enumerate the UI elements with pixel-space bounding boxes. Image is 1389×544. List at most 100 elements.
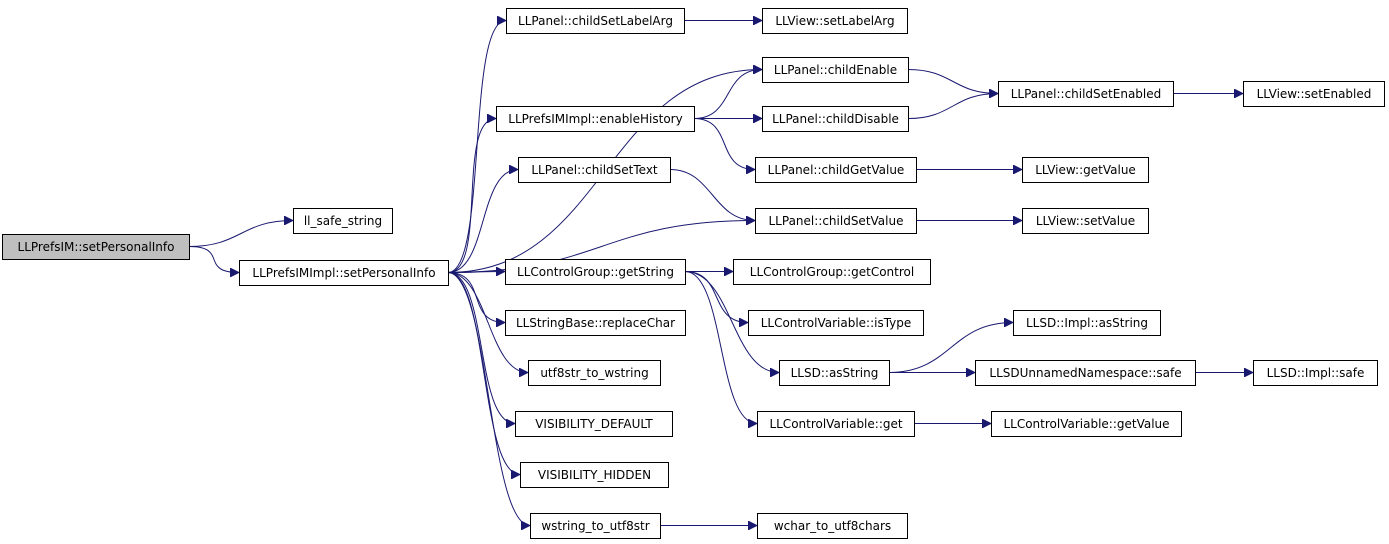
node-layer: LLPrefsIM::setPersonalInfo ll_safe_string…: [2, 8, 1385, 539]
graph-node-cv-isType[interactable]: LLControlVariable::isType: [748, 310, 924, 336]
node-label: LLPanel::childEnable: [774, 63, 897, 77]
graph-node-childGetValue[interactable]: LLPanel::childGetValue: [755, 157, 917, 183]
node-label: LLPanel::childGetValue: [768, 163, 905, 177]
graph-node-childSetLabelArg[interactable]: LLPanel::childSetLabelArg: [506, 8, 685, 34]
graph-node-replaceChar[interactable]: LLStringBase::replaceChar: [505, 310, 686, 336]
graph-node-cg-getString[interactable]: LLControlGroup::getString: [505, 259, 686, 285]
edge-llsd-asString-to-impl-asString: [888, 323, 1013, 373]
edge-childDisable-to-childSetEnabled: [907, 94, 998, 119]
node-label: wstring_to_utf8str: [541, 519, 649, 533]
edge-childSetText-to-childSetValue: [669, 169, 755, 221]
edge-impl-setPersonalInfo-to-vis-default: [447, 272, 515, 424]
node-box: [762, 57, 909, 83]
node-label: VISIBILITY_HIDDEN: [538, 468, 651, 482]
node-label: LLSD::Impl::asString: [1026, 316, 1148, 330]
node-label: LLSDUnnamedNamespace::safe: [989, 366, 1181, 380]
node-box: [762, 106, 909, 132]
node-label: LLView::getValue: [1035, 163, 1136, 177]
node-box: [528, 360, 661, 386]
node-box: [506, 8, 685, 34]
node-box: [733, 259, 931, 285]
graph-node-cv-getValue[interactable]: LLControlVariable::getValue: [991, 411, 1182, 437]
node-label: LLPanel::childSetText: [531, 163, 658, 177]
node-label: LLView::setEnabled: [1257, 87, 1372, 101]
node-box: [1253, 360, 1378, 386]
graph-node-unnamed-safe[interactable]: LLSDUnnamedNamespace::safe: [975, 360, 1196, 386]
graph-node-view-setLabelArg[interactable]: LLView::setLabelArg: [762, 8, 908, 34]
edge-impl-setPersonalInfo-to-childSetLabelArg: [447, 21, 507, 273]
edge-impl-setPersonalInfo-to-vis-hidden: [447, 272, 521, 475]
node-label: LLControlVariable::getValue: [1003, 417, 1169, 431]
node-label: LLStringBase::replaceChar: [516, 316, 675, 330]
graph-node-view-getValue[interactable]: LLView::getValue: [1022, 157, 1149, 183]
edge-root-to-impl-setPersonalInfo: [188, 246, 239, 273]
graph-node-wchar-to-utf8chars[interactable]: wchar_to_utf8chars: [757, 513, 908, 539]
node-box: [755, 208, 917, 234]
node-box: [1022, 157, 1149, 183]
node-label: LLControlGroup::getString: [517, 265, 674, 279]
node-box: [520, 462, 669, 488]
node-box: [293, 208, 393, 234]
graph-node-root[interactable]: LLPrefsIM::setPersonalInfo: [2, 234, 190, 260]
edge-layer: [188, 21, 1253, 526]
graph-node-impl-asString[interactable]: LLSD::Impl::asString: [1013, 310, 1161, 336]
node-label: LLControlVariable::isType: [761, 316, 912, 330]
node-label: LLPrefsIM::setPersonalInfo: [18, 240, 175, 254]
graph-node-childDisable[interactable]: LLPanel::childDisable: [762, 106, 909, 132]
node-label: LLPanel::childDisable: [772, 112, 899, 126]
graph-node-cg-getControl[interactable]: LLControlGroup::getControl: [733, 259, 931, 285]
graph-node-vis-hidden[interactable]: VISIBILITY_HIDDEN: [520, 462, 669, 488]
graph-node-wstring-to-utf8str[interactable]: wstring_to_utf8str: [530, 513, 661, 539]
graph-node-llsd-asString[interactable]: LLSD::asString: [779, 360, 890, 386]
graph-node-childSetEnabled[interactable]: LLPanel::childSetEnabled: [998, 81, 1174, 107]
node-box: [496, 106, 695, 132]
node-label: LLSD::asString: [791, 366, 879, 380]
node-box: [757, 513, 908, 539]
graph-node-view-setEnabled[interactable]: LLView::setEnabled: [1243, 81, 1385, 107]
node-box: [1022, 208, 1149, 234]
node-label: LLView::setLabelArg: [775, 14, 894, 28]
node-box: [1243, 81, 1385, 107]
graph-node-utf8str-to-wstring[interactable]: utf8str_to_wstring: [528, 360, 661, 386]
graph-node-enableHistory[interactable]: LLPrefsIMImpl::enableHistory: [496, 106, 695, 132]
edge-childEnable-to-childSetEnabled: [907, 69, 998, 94]
node-box: [505, 310, 686, 336]
node-box: [748, 310, 924, 336]
node-label: LLControlGroup::getControl: [750, 265, 914, 279]
node-box: [515, 411, 673, 437]
edge-cg-getString-to-cv-get: [684, 271, 757, 424]
node-box: [975, 360, 1196, 386]
graph-node-impl-setPersonalInfo[interactable]: LLPrefsIMImpl::setPersonalInfo: [239, 260, 449, 286]
graph-node-view-setValue[interactable]: LLView::setValue: [1022, 208, 1149, 234]
graph-node-childEnable[interactable]: LLPanel::childEnable: [762, 57, 909, 83]
node-box: [779, 360, 890, 386]
node-box: [2, 234, 190, 260]
graph-node-ll-safe-string[interactable]: ll_safe_string: [293, 208, 393, 234]
node-box: [991, 411, 1182, 437]
graph-node-cv-get[interactable]: LLControlVariable::get: [757, 411, 915, 437]
edge-enableHistory-to-childEnable: [693, 70, 762, 119]
node-label: LLPanel::childSetLabelArg: [518, 14, 673, 28]
node-label: utf8str_to_wstring: [540, 366, 648, 380]
node-box: [530, 513, 661, 539]
graph-node-childSetValue[interactable]: LLPanel::childSetValue: [755, 208, 917, 234]
edge-cg-getString-to-llsd-asString: [684, 271, 779, 373]
edge-root-to-ll-safe-string: [188, 221, 293, 247]
node-label: VISIBILITY_DEFAULT: [535, 417, 653, 431]
node-label: LLSD::Impl::safe: [1267, 366, 1365, 380]
graph-node-childSetText[interactable]: LLPanel::childSetText: [518, 157, 671, 183]
node-label: LLControlVariable::get: [769, 417, 902, 431]
node-box: [518, 157, 671, 183]
node-box: [998, 81, 1174, 107]
node-label: LLPanel::childSetEnabled: [1011, 87, 1162, 101]
graph-node-vis-default[interactable]: VISIBILITY_DEFAULT: [515, 411, 673, 437]
node-box: [1013, 310, 1161, 336]
node-box: [757, 411, 915, 437]
graph-node-impl-safe[interactable]: LLSD::Impl::safe: [1253, 360, 1378, 386]
edge-impl-setPersonalInfo-to-utf8str-to-wstring: [447, 272, 528, 373]
edge-impl-setPersonalInfo-to-enableHistory: [447, 119, 496, 273]
node-label: LLPrefsIMImpl::enableHistory: [508, 112, 682, 126]
edge-impl-setPersonalInfo-to-wstring-to-utf8str: [447, 272, 531, 526]
edge-enableHistory-to-childGetValue: [693, 118, 755, 170]
